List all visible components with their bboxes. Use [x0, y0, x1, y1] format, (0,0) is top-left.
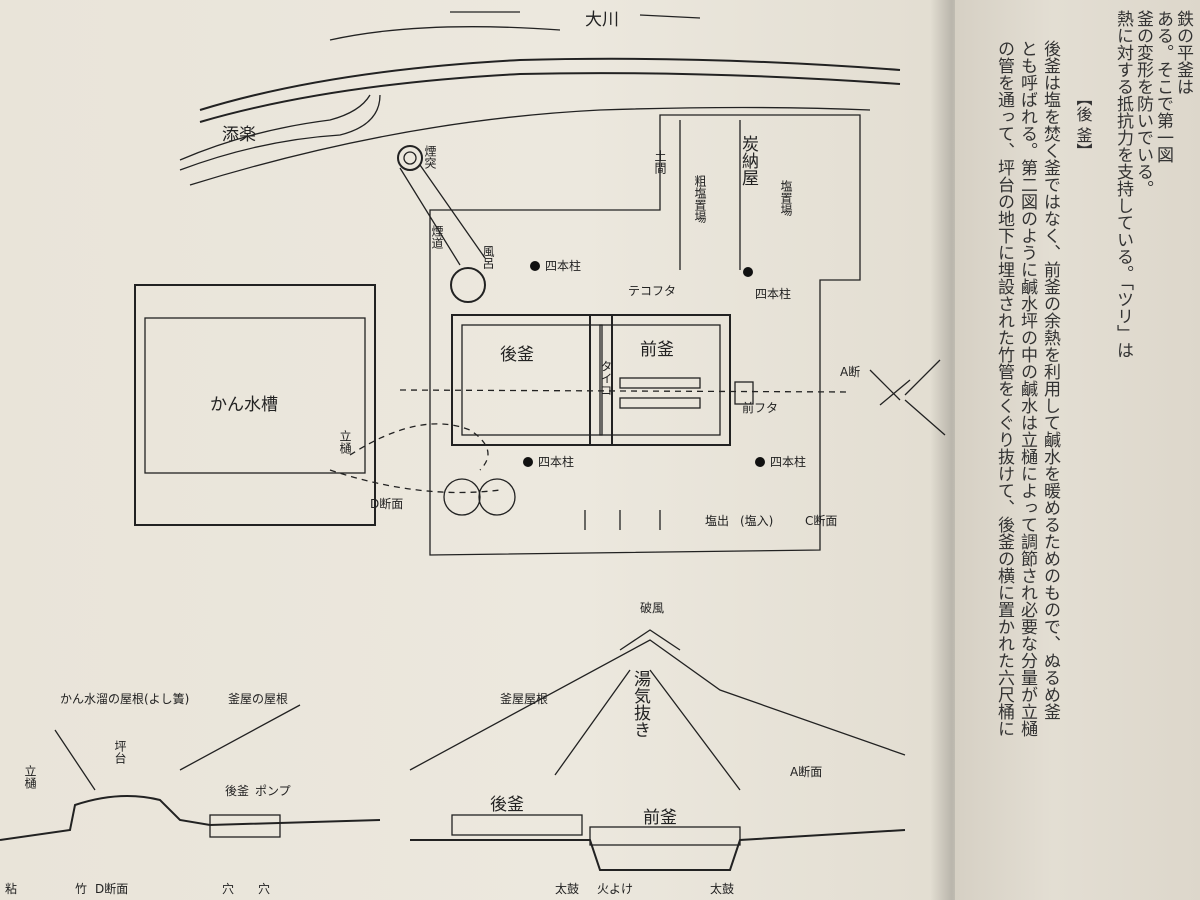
chimney-inner	[403, 151, 417, 165]
exit-sub-label: (塩入)	[740, 513, 773, 528]
ato-gama-box	[451, 314, 613, 446]
diagram-page: 大川 添楽 煙突 煙道 風呂 炭納屋 粗塩置場 塩置場 土間	[0, 0, 960, 900]
flue-lines	[399, 164, 486, 266]
tate-toi-section-label: 立樋	[23, 764, 37, 790]
tsubodai-label: 坪台	[113, 740, 127, 764]
a-mae-gama-body	[589, 826, 741, 846]
river-line	[329, 26, 561, 41]
steam-arrows	[554, 669, 741, 791]
hafu-peak	[619, 629, 681, 651]
a-ground-line	[410, 829, 906, 871]
embankment-bottom	[199, 72, 901, 123]
a-ato-gama-body	[451, 814, 583, 836]
salt-yard-label: 塩置場	[779, 179, 793, 217]
taiko-left-label: 太鼓	[555, 881, 579, 896]
kamaya-roof-label: 釜屋屋根	[500, 691, 548, 706]
text-col-5: 後釜は塩を焚く釜ではなく、前釜の余熱を利用して鹹水を暖めるためのもので、ぬるめ釜	[1040, 40, 1061, 720]
furo-label: 風呂	[481, 245, 495, 269]
tekofuta-label: テコフタ	[628, 284, 676, 298]
pump-label: ポンプ	[255, 784, 291, 798]
a-section-label: A断面	[790, 764, 822, 779]
axis-line	[399, 389, 851, 393]
chimney-circle	[397, 145, 423, 171]
salt-works-drawing: 大川 添楽 煙突 煙道 風呂 炭納屋 粗塩置場 塩置場 土間	[0, 10, 946, 896]
hafu-label: 破風	[640, 600, 664, 615]
pillar-dot-1	[530, 261, 540, 271]
hiyoke-label: 火よけ	[597, 882, 633, 896]
channel-lines	[179, 94, 381, 171]
bank-curve	[189, 106, 871, 186]
a-mark-label: A断	[840, 364, 860, 379]
roof-lines	[54, 704, 301, 791]
pillar-label-1: 四本柱	[545, 258, 581, 273]
text-col-7: の管を通って、坪台の地下に埋設された竹管をくぐり抜けて、後釜の横に置かれた六尺桶…	[994, 40, 1015, 737]
channel-label: 添楽	[222, 125, 256, 145]
brine-tank-outer	[134, 284, 376, 526]
tub-2	[478, 478, 516, 516]
text-col-1: 鉄の平釜は	[1173, 10, 1194, 95]
d-section-label: D断面	[370, 496, 403, 511]
fire-mouth	[734, 381, 754, 405]
a-arrow-marks	[869, 359, 946, 436]
a-mae-gama-label: 前釜	[643, 808, 677, 828]
grate-1	[619, 377, 701, 389]
furo-circle	[450, 267, 486, 303]
ana-label-2: 穴	[258, 881, 270, 896]
mae-gama-label: 前釜	[640, 340, 674, 360]
pipe-dashed	[329, 423, 501, 494]
flue-label: 煙道	[430, 225, 444, 249]
mae-gama-box	[589, 314, 731, 446]
kama-roof-label: 釜屋の屋根	[228, 691, 288, 706]
tank-roof-label: かん水溜の屋根(よし簀)	[60, 691, 189, 706]
river-line-2	[450, 11, 701, 19]
text-col-2: ある。そこで第一図	[1153, 10, 1174, 163]
fence-ticks	[584, 510, 661, 530]
salt-place-label: 粗塩置場	[693, 175, 707, 224]
d-section-bottom-label: D断面	[95, 881, 128, 896]
text-col-6: とも呼ばれる。第二図のように鹹水坪の中の鹹水は立樋によって調節され必要な分量が立…	[1017, 40, 1038, 737]
mae-gama-inner	[599, 324, 721, 436]
chimney-label: 煙突	[423, 145, 437, 169]
text-page: 鉄の平釜は ある。そこで第一図 釜の変形を防いでいる。 熱に対する抵抗力を支持し…	[955, 0, 1200, 900]
grate-2	[619, 397, 701, 409]
taiko-right-label: 太鼓	[710, 881, 734, 896]
embankment-top	[199, 57, 901, 111]
text-col-4: 熱に対する抵抗力を支持している。「ツリ」は	[1113, 10, 1134, 359]
d-ato-gama-label: 後釜	[225, 783, 249, 798]
pillar-label-4: 四本柱	[770, 454, 806, 469]
pillar-dot-4	[755, 457, 765, 467]
ato-gama-inner	[461, 324, 603, 436]
taiko-label: タイコ	[599, 360, 613, 396]
a-ato-gama-label: 後釜	[490, 795, 524, 815]
ana-label-1: 穴	[222, 881, 234, 896]
section-heading: 【後 釜】	[1074, 90, 1093, 159]
river-label: 大川	[585, 10, 619, 30]
pillar-label-3: 四本柱	[538, 454, 574, 469]
d-ground-line	[0, 795, 381, 841]
steam-label: 湯気抜き	[630, 670, 651, 738]
brine-tank-label: かん水槽	[210, 395, 278, 415]
exit-label: 塩出	[705, 513, 729, 528]
tate-toi-label: 立樋	[338, 429, 352, 455]
tub-1	[443, 478, 481, 516]
d-ato-gama	[209, 814, 281, 838]
a-roof-line	[409, 639, 906, 771]
c-section-label: C断面	[805, 513, 837, 528]
pillar-dot-2	[743, 267, 753, 277]
ato-gama-label: 後釜	[500, 345, 534, 365]
text-col-3: 釜の変形を防いでいる。	[1133, 10, 1154, 197]
small-room-label: 土間	[653, 150, 667, 174]
pillar-label-2: 四本柱	[755, 286, 791, 301]
mae-futa-label: 前フタ	[742, 400, 778, 415]
building-outline	[429, 114, 861, 556]
brine-tank-inner	[144, 317, 366, 474]
charcoal-store-label: 炭納屋	[738, 135, 759, 186]
take-label: 竹	[75, 882, 87, 896]
bottom-left-label: 粘	[5, 881, 17, 896]
vertical-text-columns: 鉄の平釜は ある。そこで第一図 釜の変形を防いでいる。 熱に対する抵抗力を支持し…	[994, 10, 1194, 737]
pillar-dot-3	[523, 457, 533, 467]
